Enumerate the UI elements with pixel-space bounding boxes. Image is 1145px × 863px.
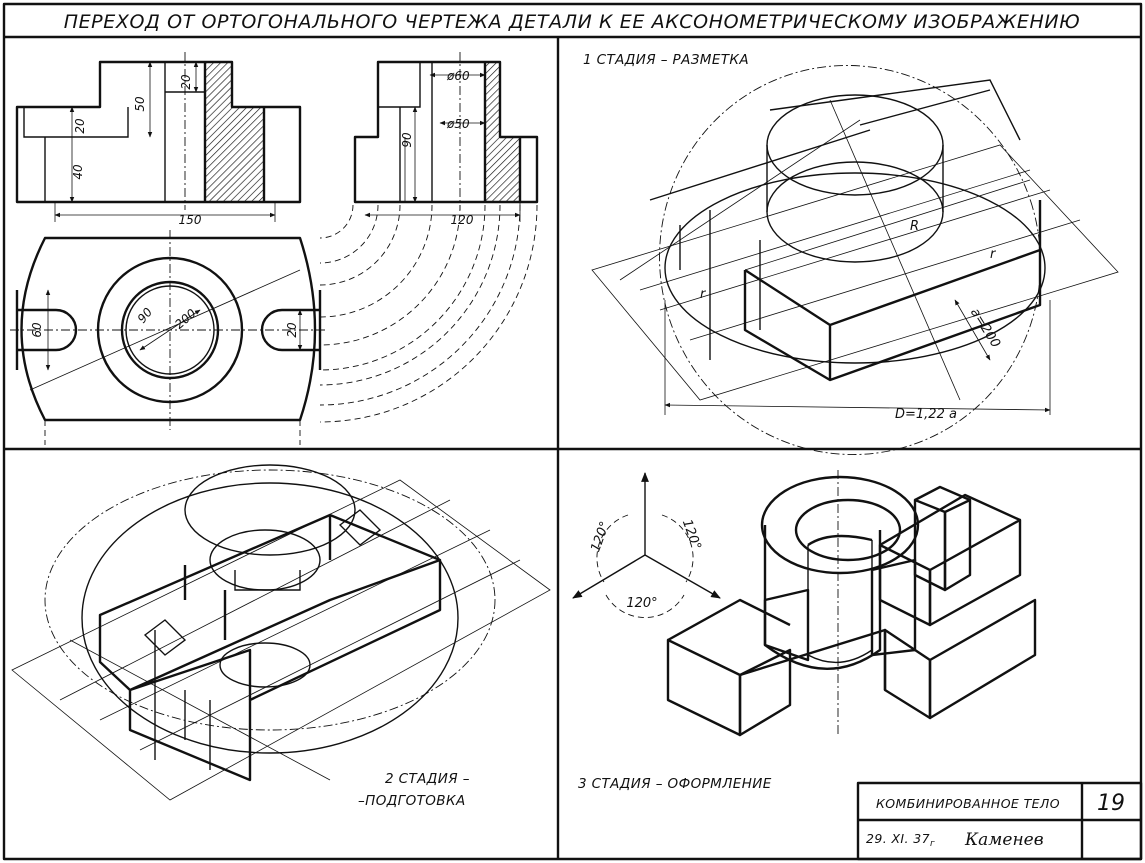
stage2-preparation — [11, 464, 551, 801]
date-sub: г — [930, 839, 935, 849]
stage1-r-small-right: r — [990, 247, 997, 262]
plan-view — [10, 230, 325, 445]
date-main: 29. XI. 37 — [866, 831, 930, 846]
dim-20-slot: 20 — [285, 322, 299, 338]
dim-90-plan: 90 — [135, 305, 156, 326]
sheet-title: ПЕРЕХОД ОТ ОРТОГОНАЛЬНОГО ЧЕРТЕЖА ДЕТАЛИ… — [64, 11, 1081, 33]
title-block-name: КОМБИНИРОВАННОЕ ТЕЛО — [876, 796, 1060, 811]
dim-40: 40 — [71, 164, 85, 180]
dim-60: 60 — [30, 322, 44, 338]
stage1-r-small-left: r — [700, 287, 707, 302]
stage1-r-big: R — [910, 219, 919, 234]
orthographic-views: 20 50 20 40 150 ø60 ø50 90 120 — [10, 52, 539, 445]
signature: Каменев — [964, 830, 1044, 850]
title-block — [856, 781, 1143, 861]
stage2-label-line2: –ПОДГОТОВКА — [358, 793, 466, 809]
dim-150: 150 — [179, 213, 202, 227]
stage1-label: 1 СТАДИЯ – РАЗМЕТКА — [583, 52, 749, 68]
dim-phi50: ø50 — [446, 117, 470, 131]
projection-arcs — [319, 204, 538, 423]
stage1-marking — [591, 65, 1119, 455]
dim-phi60: ø60 — [446, 69, 470, 83]
side-view — [353, 52, 539, 222]
sheet-number: 19 — [1097, 791, 1125, 816]
dim-20-left: 20 — [73, 118, 87, 134]
front-view — [15, 52, 302, 222]
title-block-date: 29. XI. 37г — [866, 831, 935, 849]
dim-20-top: 20 — [179, 74, 193, 90]
dim-120: 120 — [451, 213, 474, 227]
axonometric-axes — [572, 472, 721, 618]
stage1-d-label: D=1,22 a — [895, 407, 957, 422]
angle-right: 120° — [679, 518, 704, 553]
stage3-label: 3 СТАДИЯ – ОФОРМЛЕНИЕ — [578, 776, 772, 792]
angle-bottom: 120° — [626, 596, 657, 611]
dim-200: 200 — [172, 306, 199, 332]
dim-90-front: 90 — [400, 132, 414, 148]
finished-part — [666, 470, 1037, 737]
angle-left: 120° — [588, 520, 613, 555]
dim-50: 50 — [133, 96, 147, 112]
stage2-label-line1: 2 СТАДИЯ – — [385, 771, 470, 787]
